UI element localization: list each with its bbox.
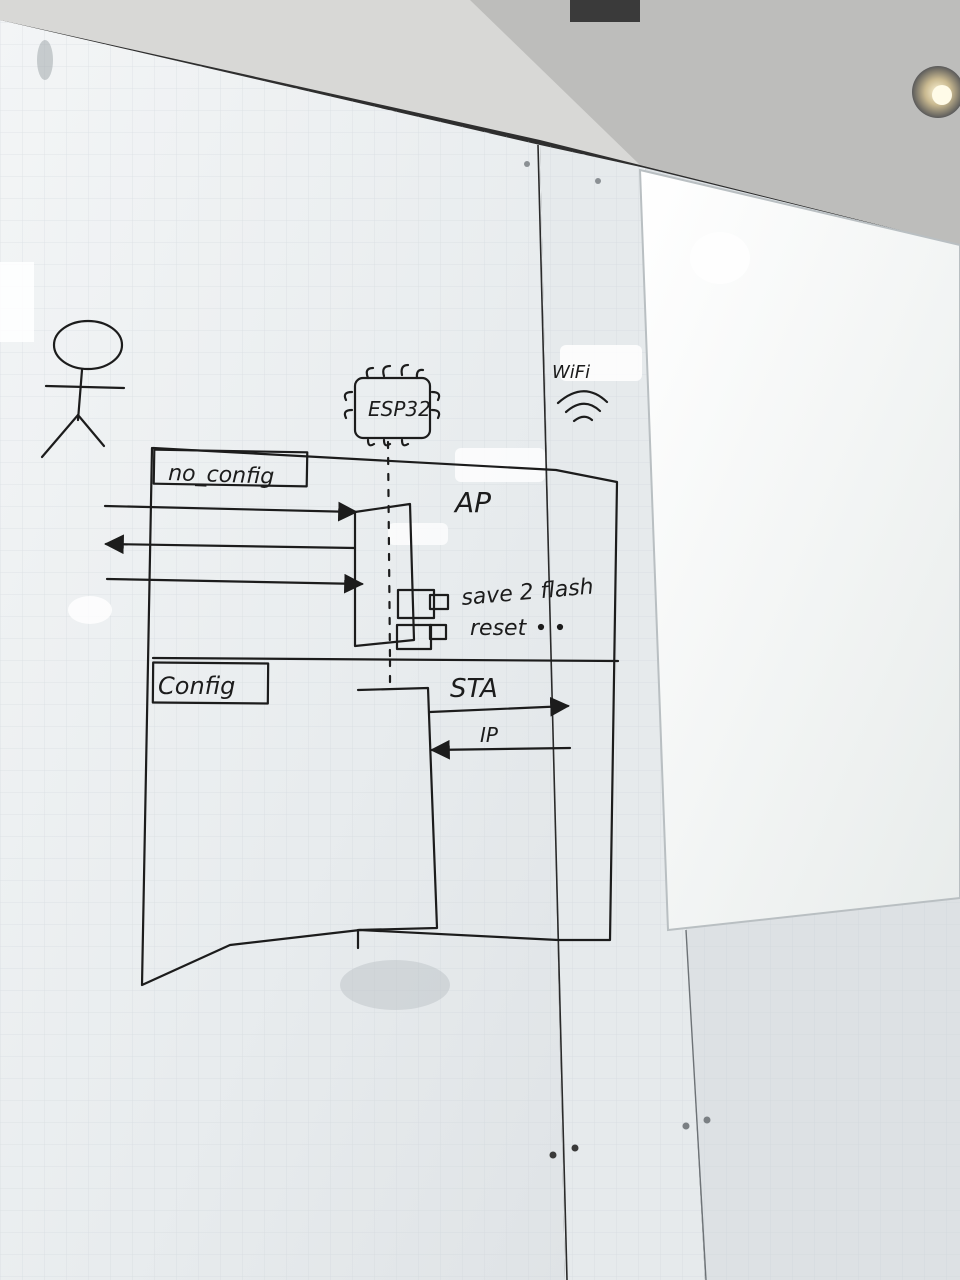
glare <box>455 448 545 482</box>
ip-label: IP <box>480 723 499 747</box>
esp32-label: ESP32 <box>368 397 431 421</box>
glare <box>0 262 34 342</box>
state-separator <box>151 656 620 663</box>
eraser-smudge <box>37 40 53 80</box>
ceiling-shadow <box>470 0 960 245</box>
config-tab <box>151 661 270 705</box>
ap-activation-box <box>353 502 416 648</box>
projector-screen-edge <box>638 168 960 932</box>
diagram-ink <box>40 319 620 987</box>
sta-activation-box <box>356 686 439 950</box>
screw <box>571 1144 579 1152</box>
wifi-label: WiFi <box>552 362 590 383</box>
esp32-lifeline <box>386 440 392 662</box>
state-frame <box>140 446 619 987</box>
arrow-sta-connect <box>428 696 570 717</box>
reset-label: reset <box>470 616 528 641</box>
screw <box>595 178 601 184</box>
screw <box>703 1116 711 1124</box>
ceiling-lamp-glow <box>932 85 952 105</box>
save-activation <box>396 588 436 620</box>
wifi-icon <box>556 390 609 423</box>
screw <box>549 1151 557 1159</box>
no-config-label: no_config <box>168 461 275 490</box>
reset-activation-inner <box>428 623 448 641</box>
ceiling-vent <box>570 0 640 22</box>
glare <box>690 232 750 284</box>
sta-label: STA <box>450 674 498 704</box>
no-config-tab <box>152 448 309 488</box>
stick-figure-icon <box>40 319 126 459</box>
glare <box>560 345 642 381</box>
panel-seam-2 <box>685 929 707 1280</box>
microchip-icon <box>343 363 441 447</box>
glare <box>68 596 112 624</box>
eraser-smudge <box>340 960 450 1010</box>
ellipsis-dot <box>537 623 545 631</box>
config-label: Config <box>158 672 235 700</box>
screw <box>682 1122 690 1130</box>
projector-screen <box>640 170 960 930</box>
arrow-connect-ap <box>103 501 358 522</box>
glare <box>388 523 448 545</box>
arrow-ip-return <box>430 739 572 760</box>
arrow-config-page <box>104 534 357 555</box>
save-activation-inner <box>428 593 450 611</box>
ap-label: AP <box>453 486 491 519</box>
ellipsis-dot <box>556 623 564 631</box>
arrow-submit-config <box>105 573 364 594</box>
screw <box>524 161 530 167</box>
